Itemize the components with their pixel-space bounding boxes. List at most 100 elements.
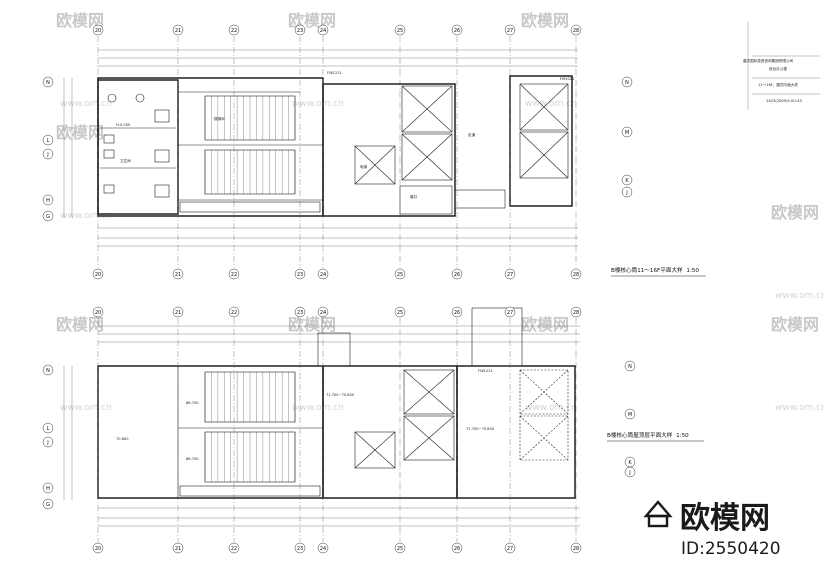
axis-bubble-top: 26 bbox=[451, 24, 463, 36]
watermark-layer: 欧模网 www.om.cn 欧模网 www.om.cn 欧模网 www.om.cn 欧模网 w… bbox=[56, 11, 824, 413]
svg-text:21: 21 bbox=[175, 546, 181, 552]
id-text: ID:2550420 bbox=[681, 539, 781, 559]
plan-bottom-title: B楼核心筒屋顶层平面大样 1:50 bbox=[607, 431, 689, 439]
axis-bubble-mid2: 23 bbox=[294, 306, 306, 318]
axis-bubble-right-bottom: N bbox=[624, 360, 636, 372]
watermark-brand: 欧模网 bbox=[56, 315, 104, 334]
watermark-brand: 欧模网 bbox=[771, 315, 819, 334]
svg-text:20: 20 bbox=[95, 310, 101, 316]
axis-bubble-top: 27 bbox=[504, 24, 516, 36]
axis-bubble-mid2: 22 bbox=[228, 306, 240, 318]
axis-bubble-top: 20 bbox=[92, 24, 104, 36]
elev-label-a: H-0.050 bbox=[116, 123, 131, 127]
watermark-site: www.om.cn bbox=[775, 291, 824, 301]
svg-text:22: 22 bbox=[231, 28, 237, 34]
elev-label-d2: 71.700~70.800 bbox=[466, 427, 495, 431]
svg-text:28: 28 bbox=[573, 272, 579, 278]
fw-label-a: FW1221 bbox=[327, 71, 342, 75]
axis-bubble-left-top: G bbox=[42, 210, 54, 222]
svg-text:H: H bbox=[46, 486, 50, 492]
svg-text:20: 20 bbox=[95, 272, 101, 278]
svg-text:22: 22 bbox=[231, 310, 237, 316]
axis-bubble-bottom: 26 bbox=[451, 542, 463, 554]
axis-bubble-mid: 26 bbox=[451, 268, 463, 280]
svg-text:23: 23 bbox=[297, 310, 303, 316]
svg-text:20: 20 bbox=[95, 28, 101, 34]
axis-bubbles: 2020202021212121222222222323232324242424… bbox=[42, 24, 636, 554]
svg-text:22: 22 bbox=[231, 272, 237, 278]
watermark-brand: 欧模网 bbox=[288, 315, 336, 334]
axis-bubble-right-top: M bbox=[621, 126, 633, 138]
svg-text:27: 27 bbox=[507, 28, 513, 34]
svg-text:K: K bbox=[628, 460, 632, 466]
svg-text:J: J bbox=[625, 190, 627, 196]
svg-text:27: 27 bbox=[507, 310, 513, 316]
axis-bubble-top: 22 bbox=[228, 24, 240, 36]
axis-bubble-top: 25 bbox=[394, 24, 406, 36]
stair-flight-bottom bbox=[204, 371, 296, 483]
sheet-code: 2423(2009)5-0U-43 bbox=[766, 99, 801, 103]
svg-text:28: 28 bbox=[573, 28, 579, 34]
svg-text:26: 26 bbox=[454, 28, 460, 34]
sheet-name: 11～16F、屋顶平面大样 bbox=[758, 82, 798, 87]
svg-text:24: 24 bbox=[320, 310, 326, 316]
axis-bubble-left-bottom: L bbox=[42, 422, 54, 434]
svg-text:23: 23 bbox=[297, 546, 303, 552]
axis-bubble-mid2: 26 bbox=[451, 306, 463, 318]
axis-bubble-mid2: 28 bbox=[570, 306, 582, 318]
watermark-brand: 欧模网 bbox=[521, 11, 569, 30]
svg-text:J: J bbox=[628, 470, 630, 476]
axis-bubble-left-bottom: H bbox=[42, 482, 54, 494]
svg-text:N: N bbox=[625, 80, 629, 86]
svg-text:24: 24 bbox=[320, 546, 326, 552]
svg-text:N: N bbox=[46, 368, 50, 374]
axis-bubble-bottom: 24 bbox=[317, 542, 329, 554]
brand-name: 欧模网 bbox=[680, 501, 770, 536]
axis-bubble-right-bottom: K bbox=[624, 456, 636, 468]
title-block: 重庆国际投资咨询集团有限公司 综合办公楼 11～16F、屋顶平面大样 2423(… bbox=[743, 22, 820, 110]
svg-text:28: 28 bbox=[573, 546, 579, 552]
svg-text:23: 23 bbox=[297, 28, 303, 34]
watermark-brand: 欧模网 bbox=[521, 315, 569, 334]
shaft-label: 管井 bbox=[410, 194, 418, 199]
watermark-site: www.om.cn bbox=[525, 403, 577, 413]
svg-text:K: K bbox=[625, 178, 629, 184]
axis-bubble-left-top: J bbox=[42, 148, 54, 160]
company-name: 重庆国际投资咨询集团有限公司 bbox=[743, 58, 794, 63]
axis-bubble-mid: 23 bbox=[294, 268, 306, 280]
axis-bubble-top: 24 bbox=[317, 24, 329, 36]
axis-bubble-mid2: 20 bbox=[92, 306, 104, 318]
svg-text:H: H bbox=[46, 198, 50, 204]
brand-watermark: 欧模网 ID:2550420 bbox=[643, 500, 781, 559]
axis-bubble-top: 28 bbox=[570, 24, 582, 36]
watermark-brand: 欧模网 bbox=[56, 11, 104, 30]
svg-text:26: 26 bbox=[454, 272, 460, 278]
watermark-brand: 欧模网 bbox=[288, 11, 336, 30]
svg-text:21: 21 bbox=[175, 272, 181, 278]
axis-bubble-mid2: 24 bbox=[317, 306, 329, 318]
watermark-site: www.om.cn bbox=[60, 403, 112, 413]
elev-label-b: 66.750 bbox=[186, 401, 199, 405]
svg-text:25: 25 bbox=[397, 272, 403, 278]
svg-text:J: J bbox=[46, 152, 48, 158]
fw-label-c: FW1221 bbox=[478, 369, 493, 373]
watermark-site: www.om.cn bbox=[60, 211, 112, 221]
watermark-site: www.om.cn bbox=[60, 99, 112, 109]
svg-text:26: 26 bbox=[454, 310, 460, 316]
svg-text:25: 25 bbox=[397, 28, 403, 34]
elev-label-b2: 66.750 bbox=[186, 457, 199, 461]
axis-bubble-left-top: H bbox=[42, 194, 54, 206]
svg-text:N: N bbox=[46, 80, 50, 86]
corridor-label: 走道 bbox=[468, 132, 476, 137]
elevator-shafts-top bbox=[354, 83, 569, 185]
axis-bubble-left-bottom: G bbox=[42, 498, 54, 510]
axis-bubble-right-top: J bbox=[621, 186, 633, 198]
axis-bubble-bottom: 20 bbox=[92, 542, 104, 554]
bottom-plan: 70.800 66.750 66.750 71.700~70.800 71.70… bbox=[63, 307, 704, 527]
axis-bubble-mid: 25 bbox=[394, 268, 406, 280]
elev-label-d: 71.700~70.800 bbox=[326, 393, 355, 397]
svg-text:24: 24 bbox=[320, 28, 326, 34]
svg-text:20: 20 bbox=[95, 546, 101, 552]
